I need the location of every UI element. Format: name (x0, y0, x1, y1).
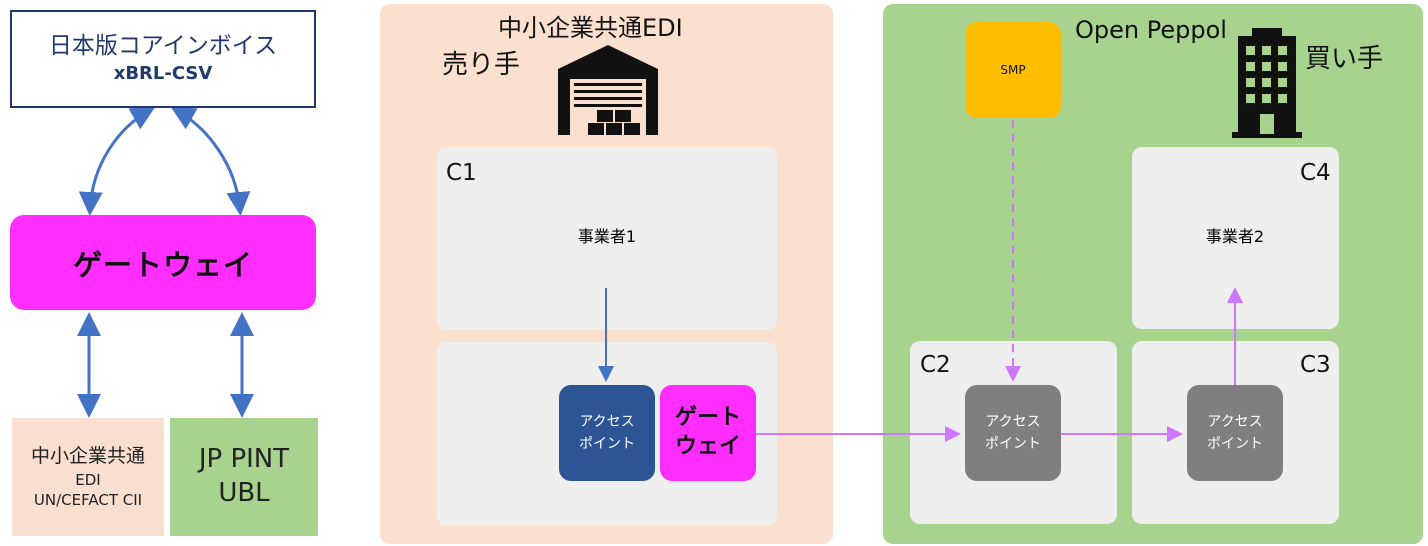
business2-label: 事業者2 (1205, 227, 1265, 246)
access-point-c1: アクセス ポイント (559, 385, 655, 481)
gateway-box: ゲートウェイ (10, 215, 316, 310)
xbrl-csv-label: xBRL-CSV (113, 63, 213, 84)
sme-edi-line1: 中小企業共通 (30, 444, 145, 467)
jp-pint-line1: JP PINT (198, 444, 290, 475)
c3-label: C3 (1300, 352, 1331, 378)
business1-box: 事業者1 (557, 185, 657, 285)
buyer-label: 買い手 (1305, 44, 1384, 74)
access-point-c2-line2: ポイント (985, 436, 1041, 452)
access-point-c1-line2: ポイント (579, 436, 635, 452)
access-point-c3-line1: アクセス (1207, 413, 1263, 430)
c1-label: C1 (446, 160, 477, 186)
sme-edi-title: 中小企業共通EDI (498, 14, 683, 42)
access-point-c2-line1: アクセス (985, 413, 1041, 430)
jp-pint-box: JP PINT UBL (170, 418, 318, 536)
access-point-c3: アクセス ポイント (1187, 385, 1283, 481)
c4-label: C4 (1300, 160, 1331, 186)
sme-edi-line2: EDI (75, 470, 101, 489)
smp-box: SMP (965, 22, 1061, 118)
jp-pint-line2: UBL (218, 478, 270, 508)
business1-label: 事業者1 (577, 227, 637, 246)
gateway-seller-box: ゲート ウェイ (660, 385, 756, 481)
office-building-icon (1232, 28, 1302, 138)
access-point-c1-line1: アクセス (579, 413, 635, 430)
arc-arrow-right (170, 107, 251, 216)
gateway-seller-line1: ゲート (674, 405, 741, 431)
access-point-c2: アクセス ポイント (965, 385, 1061, 481)
c2-label: C2 (920, 352, 951, 378)
sme-edi-box: 中小企業共通 EDI UN/CEFACT CII (12, 418, 164, 536)
seller-label: 売り手 (442, 50, 521, 80)
arc-arrow-left (78, 107, 156, 216)
jp-core-invoice-title: 日本版コアインボイス (48, 33, 278, 59)
open-peppol-title: Open Peppol (1075, 16, 1227, 44)
gateway-seller-line2: ウェイ (674, 434, 741, 459)
jp-core-invoice-box: 日本版コアインボイス xBRL-CSV (10, 10, 316, 108)
business2-box: 事業者2 (1185, 185, 1285, 285)
access-point-c3-line2: ポイント (1207, 436, 1263, 452)
warehouse-icon (558, 45, 658, 135)
sme-edi-line3: UN/CEFACT CII (33, 490, 143, 509)
